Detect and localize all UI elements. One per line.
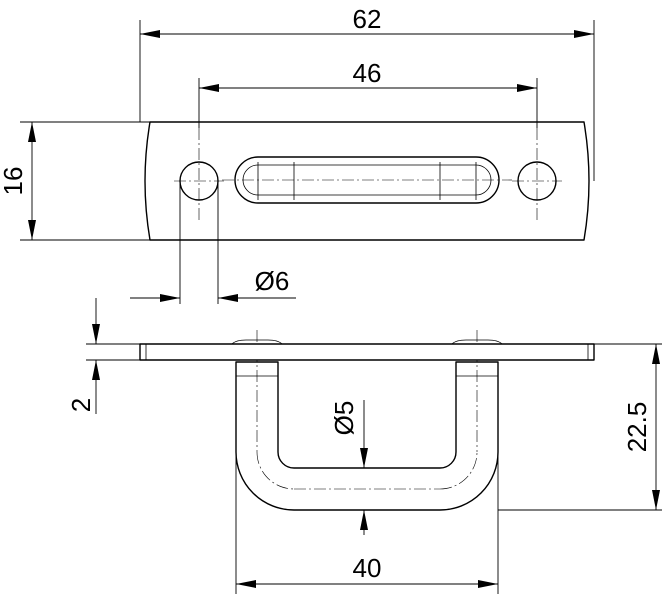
- dim-plate-thickness-label: 2: [66, 398, 96, 412]
- dim-plate-width-label: 16: [0, 167, 28, 196]
- dim-hole-diameter: Ø6: [130, 181, 296, 304]
- base-plate-side-view: [139, 343, 595, 361]
- dim-overall-length: 62: [139, 4, 595, 181]
- side-view: [139, 330, 595, 511]
- dim-hole-spacing: 46: [198, 58, 538, 128]
- dim-wire-diameter: Ø5: [329, 400, 368, 535]
- dim-total-height: 22.5: [498, 343, 662, 511]
- dim-total-height-label: 22.5: [622, 402, 652, 453]
- wire-loop-side-view: [235, 361, 499, 511]
- dim-loop-width-label: 40: [353, 553, 382, 583]
- dim-plate-width: 16: [0, 121, 150, 241]
- dim-hole-spacing-label: 46: [353, 58, 382, 88]
- dim-plate-thickness: 2: [66, 298, 140, 414]
- dim-hole-diameter-label: Ø6: [255, 266, 290, 296]
- dim-wire-diameter-label: Ø5: [329, 401, 359, 436]
- dim-loop-width: 40: [235, 452, 499, 594]
- dim-overall-length-label: 62: [353, 4, 382, 34]
- top-view: [144, 121, 590, 241]
